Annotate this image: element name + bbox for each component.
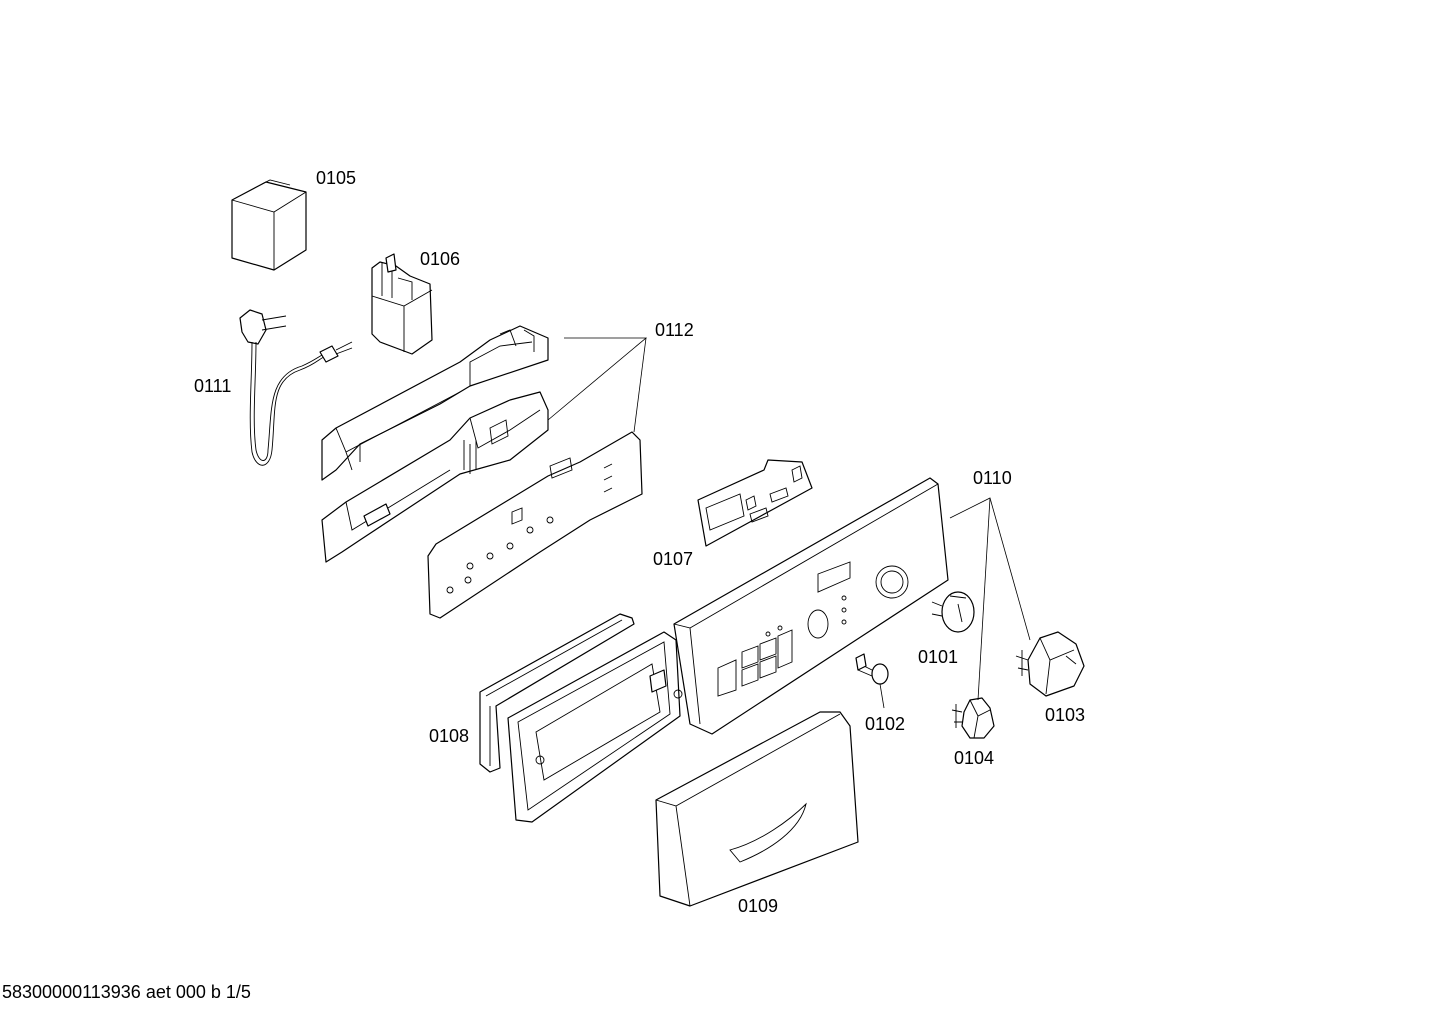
part-0101-knob (931, 591, 975, 633)
part-0107-display-board (697, 459, 813, 547)
part-0112-circuit-board (427, 431, 643, 619)
part-0111-power-cord (239, 309, 353, 466)
part-0112-upper-frame (321, 325, 549, 481)
part-0108-drawer-housing (479, 613, 683, 823)
part-0102-shaft (855, 653, 889, 685)
part-0103-large-knob (1015, 631, 1085, 697)
label-0104: 0104 (954, 748, 994, 768)
label-0102: 0102 (865, 714, 905, 734)
part-0110-control-panel (673, 477, 949, 735)
label-0111: 0111 (194, 376, 231, 396)
label-0109: 0109 (738, 896, 778, 916)
leader-lines (547, 337, 1031, 709)
label-0107: 0107 (653, 549, 693, 569)
part-0106-filter (371, 253, 433, 355)
label-0106: 0106 (420, 249, 460, 269)
part-0104-small-knob (951, 697, 995, 739)
part-0112-lower-frame (321, 391, 549, 563)
part-0109-drawer-front (655, 711, 859, 907)
label-0101: 0101 (918, 647, 958, 667)
label-0112: 0112 (655, 320, 694, 340)
label-0110: 0110 (973, 468, 1012, 488)
label-0108: 0108 (429, 726, 469, 746)
document-footer: 58300000113936 aet 000 b 1/5 (2, 982, 251, 1002)
label-0105: 0105 (316, 168, 356, 188)
part-0105-box (231, 179, 307, 271)
label-0103: 0103 (1045, 705, 1085, 725)
